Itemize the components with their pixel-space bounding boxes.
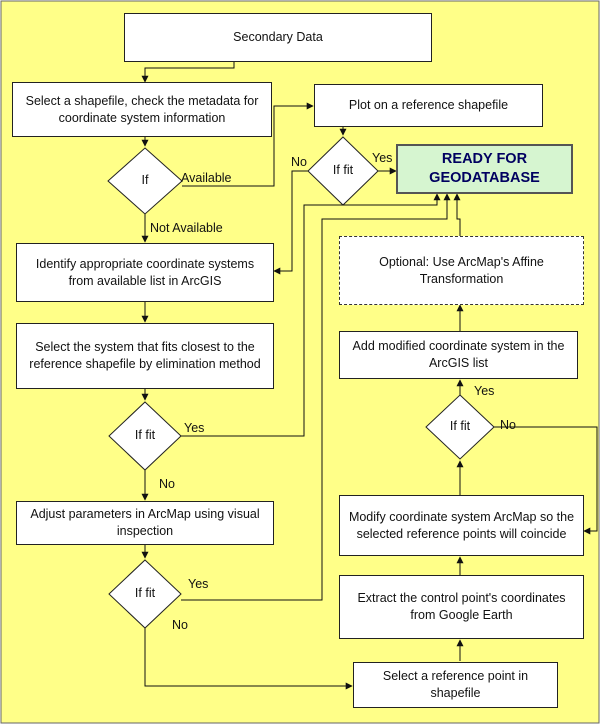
- box-identify-systems: Identify appropriate coordinate systems …: [16, 243, 274, 302]
- box-select-system-text: Select the system that fits closest to t…: [29, 340, 261, 371]
- label-yes-lower: Yes: [188, 577, 209, 591]
- box-add-modified: Add modified coordinate system in the Ar…: [339, 331, 578, 379]
- box-extract-control: Extract the control point's coordinates …: [339, 575, 584, 639]
- label-yes-middle: Yes: [184, 421, 205, 435]
- box-select-system: Select the system that fits closest to t…: [16, 323, 274, 389]
- box-modify-system-text: Modify coordinate system ArcMap so the s…: [348, 509, 575, 541]
- box-plot-reference: Plot on a reference shapefile: [314, 84, 543, 127]
- box-modify-system: Modify coordinate system ArcMap so the s…: [339, 495, 584, 556]
- label-no-middle: No: [159, 477, 175, 491]
- label-not-available: Not Available: [150, 221, 223, 235]
- box-ready-for-geodatabase: READY FOR GEODATABASE: [396, 144, 573, 194]
- label-yes-right: Yes: [474, 384, 495, 398]
- box-select-reference-point-text: Select a reference point in shapefile: [382, 669, 529, 700]
- box-secondary-data: Secondary Data: [124, 13, 432, 62]
- label-no-right: No: [500, 418, 516, 432]
- label-no-lower: No: [172, 618, 188, 632]
- box-select-shapefile: Select a shapefile, check the metadata f…: [12, 82, 272, 137]
- box-optional-affine: Optional: Use ArcMap's Affine Transforma…: [339, 236, 584, 305]
- decision-fit-top-label: If fit: [332, 163, 354, 177]
- box-ready-text: READY FOR GEODATABASE: [429, 151, 540, 186]
- box-adjust-parameters: Adjust parameters in ArcMap using visual…: [16, 501, 274, 545]
- arrow-iffit-no-to-identify: [273, 170, 308, 275]
- decision-availability-label: If: [141, 173, 149, 187]
- box-plot-reference-text: Plot on a reference shapefile: [348, 98, 509, 112]
- label-yes-top: Yes: [372, 151, 393, 165]
- decision-fit-right-label: If fit: [449, 419, 471, 433]
- decision-fit-right: [425, 394, 495, 460]
- box-select-shapefile-text: Select a shapefile, check the metadata f…: [25, 93, 259, 125]
- box-adjust-parameters-text: Adjust parameters in ArcMap using visual…: [30, 507, 260, 538]
- decision-fit-middle-label: If fit: [134, 428, 156, 442]
- arrow-optional-to-ready: [453, 193, 461, 236]
- box-extract-control-text: Extract the control point's coordinates …: [357, 591, 566, 622]
- box-add-modified-text: Add modified coordinate system in the Ar…: [352, 339, 565, 370]
- arrow-middle-yes-to-ready: [181, 193, 441, 437]
- label-no-top: No: [291, 155, 307, 169]
- box-secondary-data-text: Secondary Data: [233, 30, 323, 44]
- arrow-secondary-to-select: [141, 61, 235, 83]
- arrow-available-to-plot: [182, 102, 314, 187]
- box-optional-affine-text: Optional: Use ArcMap's Affine Transforma…: [379, 254, 544, 286]
- arrow-lower-no-to-select-point: [144, 628, 353, 690]
- box-identify-systems-text: Identify appropriate coordinate systems …: [35, 256, 255, 288]
- label-available: Available: [181, 171, 232, 185]
- arrow-lower-yes-to-ready: [181, 193, 451, 601]
- decision-fit-lower-label: If fit: [134, 586, 156, 600]
- arrow-right-no-to-modify: [494, 426, 598, 535]
- connectors: [141, 61, 598, 690]
- box-select-reference-point: Select a reference point in shapefile: [353, 662, 558, 708]
